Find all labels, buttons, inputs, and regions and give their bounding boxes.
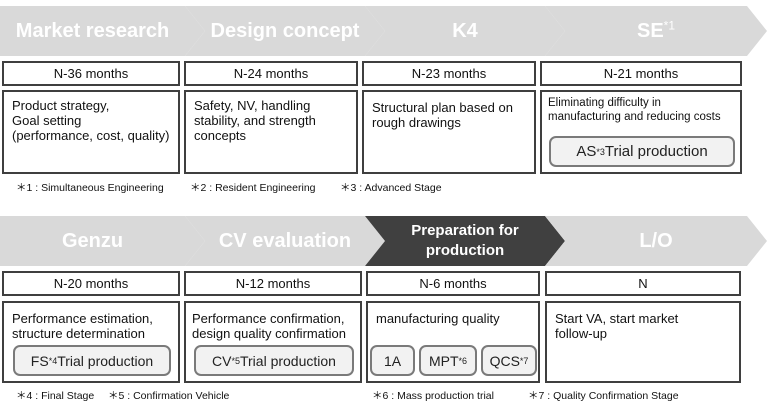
pill-prefix: AS [576,143,597,160]
description-text: Performance confirmation, design quality… [192,311,346,341]
chevron-market-research: Market research [0,6,205,56]
duration-box: N-20 months [2,271,180,296]
description-text: manufacturing quality [376,311,500,326]
chevron-label: Market research [15,19,170,42]
description-text: Start VA, start market follow-up [555,311,679,341]
footnote: ＊1 : Simultaneous Engineering [16,182,164,194]
description-text: Structural plan based on rough drawings [372,100,513,130]
footnote: ＊7 : Quality Confirmation Stage [528,390,679,402]
pill-suffix: Trial production [57,352,154,369]
chevron-lo: L/O [545,216,767,266]
footnote: ＊4 : Final Stage [16,390,95,402]
chevron-label: Genzu [61,229,124,252]
prep-pill-qcs: QCS*7 [481,345,537,376]
pill-suffix: Trial production [239,352,336,369]
description-text: Product strategy, Goal setting (performa… [12,98,170,143]
pill-prefix: CV [212,352,232,369]
footnote: ＊5 : Confirmation Vehicle [108,390,230,402]
description-text: Safety, NV, handling stability, and stre… [194,98,316,143]
description-text: Performance estimation, structure determ… [12,311,153,341]
chevron-design-concept: Design concept [185,6,385,56]
chevron-label: CV evaluation [218,229,352,252]
chevron-label: L/O [639,229,673,252]
chevron-preparation-for-production: Preparation for production [365,216,565,266]
pill-prefix: QCS [489,352,520,369]
description-box: Start VA, start market follow-up [545,301,741,383]
description-text: Eliminating difficulty in manufacturing … [548,97,721,123]
prep-pill-1a: 1A [370,345,415,376]
duration-box: N [545,271,741,296]
pill-suffix: Trial production [604,143,708,160]
chevron-k4: K4 [365,6,565,56]
duration-box: N-23 months [362,61,536,86]
duration-box: N-36 months [2,61,180,86]
chevron-label: SE [636,19,664,42]
chevron-label: Preparation for production [411,222,519,259]
footnote: ＊6 : Mass production trial [372,390,494,402]
description-box: Safety, NV, handling stability, and stre… [184,90,358,174]
chevron-cv-evaluation: CV evaluation [185,216,385,266]
footnote: ＊3 : Advanced Stage [340,182,442,194]
pill-prefix: 1A [383,352,402,369]
footnote-marker: *1 [663,17,676,32]
duration-box: N-24 months [184,61,358,86]
duration-box: N-12 months [184,271,362,296]
duration-box: N-6 months [366,271,540,296]
prep-pill-mpt: MPT*6 [419,345,477,376]
chevron-se: SE*1 [545,6,767,56]
chevron-label: Design concept [210,19,360,42]
pill-prefix: MPT [428,352,459,369]
description-box: Structural plan based on rough drawings [362,90,536,174]
duration-box: N-21 months [540,61,742,86]
description-box: Product strategy, Goal setting (performa… [2,90,180,174]
pill-prefix: FS [30,352,49,369]
chevron-genzu: Genzu [0,216,205,266]
chevron-label: K4 [452,19,478,42]
footnote: ＊2 : Resident Engineering [190,182,316,194]
